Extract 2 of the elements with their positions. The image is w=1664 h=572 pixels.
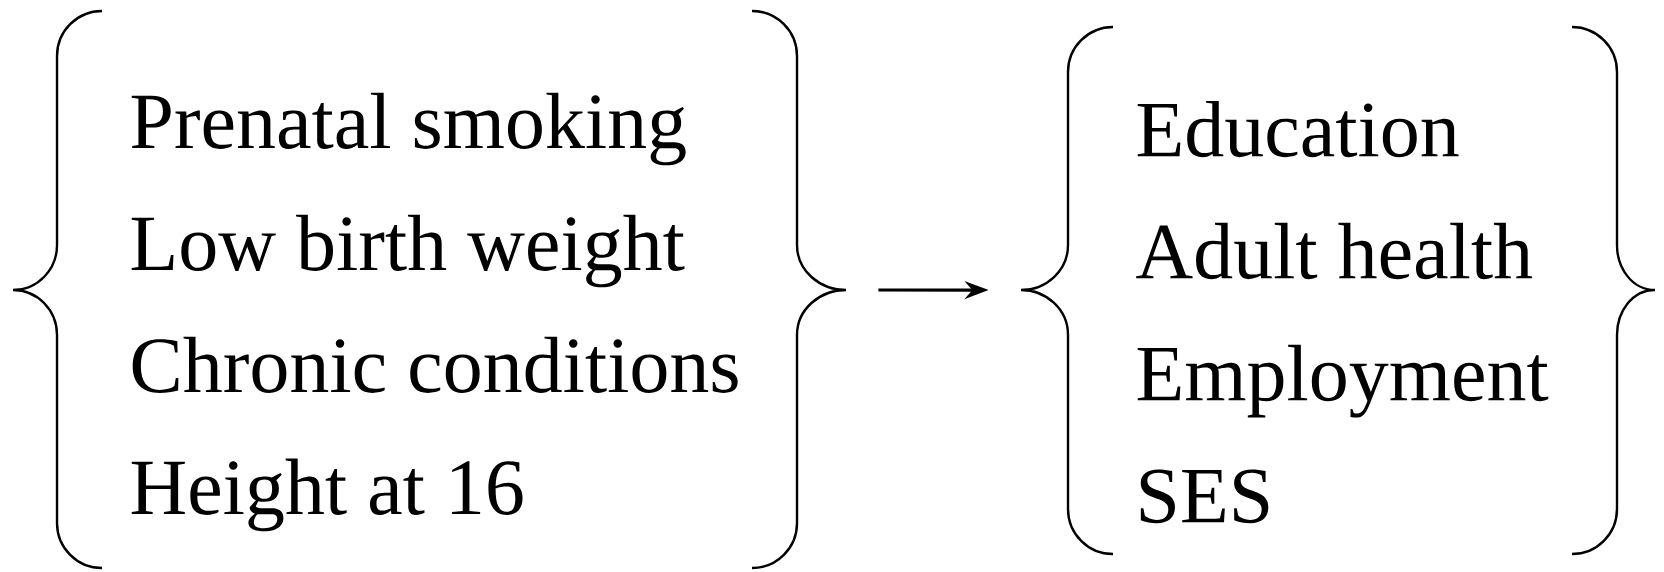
bracketed-list: Prenatal smoking Low birth weight Chronic conditions Height at 16	[11, 9, 848, 570]
bracketed-list: Education Adult health Employment SES	[1019, 25, 1657, 556]
